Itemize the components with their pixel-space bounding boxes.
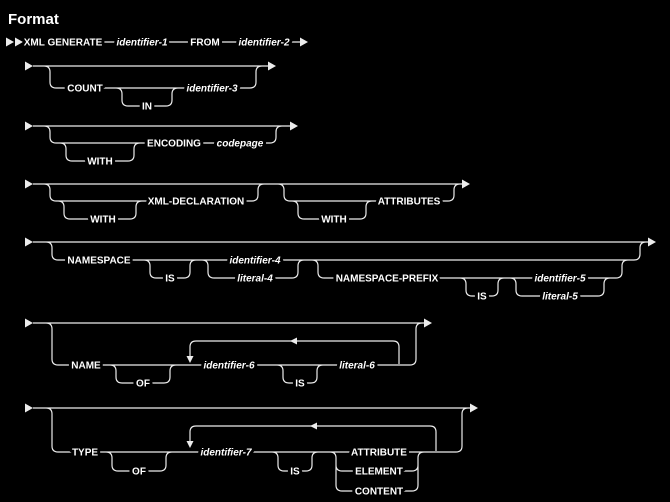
keyword-of: OF (132, 467, 146, 478)
operand-identifier-7: identifier-7 (200, 448, 252, 459)
keyword-type: TYPE (72, 448, 98, 459)
rail-row-namespace-phrase: NAMESPACE IS identifier-4 literal-4 NAME… (25, 237, 656, 306)
keyword-encoding: ENCODING (147, 139, 201, 150)
operand-codepage: codepage (217, 139, 264, 150)
operand-identifier-4: identifier-4 (229, 256, 281, 267)
operand-identifier-2: identifier-2 (238, 38, 290, 49)
rail-row-statement: XML GENERATE identifier-1 FROM identifie… (6, 35, 308, 52)
keyword-is-2: IS (477, 292, 487, 303)
operand-literal-5: literal-5 (542, 292, 578, 303)
keyword-with-2: WITH (321, 215, 347, 226)
keyword-element: ELEMENT (355, 467, 403, 478)
keyword-is: IS (290, 467, 300, 478)
keyword-is-1: IS (165, 274, 175, 285)
operand-identifier-1: identifier-1 (116, 38, 168, 49)
rail-lines (33, 322, 424, 384)
keyword-attributes: ATTRIBUTES (378, 197, 441, 208)
operand-identifier-5: identifier-5 (534, 274, 586, 285)
format-heading: Format (8, 11, 59, 28)
rail-row-declaration-attributes-phrase: WITH XML-DECLARATION WITH ATTRIBUTES (25, 179, 470, 229)
keyword-namespace-prefix: NAMESPACE-PREFIX (336, 274, 439, 285)
keyword-from: FROM (190, 38, 219, 49)
keyword-with-1: WITH (90, 215, 116, 226)
operand-literal-4: literal-4 (237, 274, 273, 285)
keyword-xml-generate: XML GENERATE (24, 38, 103, 49)
rail-row-count-phrase: COUNT IN identifier-3 (25, 61, 276, 116)
keyword-attribute: ATTRIBUTE (351, 448, 407, 459)
rail-lines (33, 65, 268, 107)
operand-identifier-6: identifier-6 (203, 361, 255, 372)
operand-identifier-3: identifier-3 (186, 84, 238, 95)
operand-literal-6: literal-6 (339, 361, 375, 372)
keyword-of: OF (136, 379, 150, 390)
rail-lines (33, 407, 470, 492)
keyword-content: CONTENT (355, 487, 403, 498)
keyword-count: COUNT (67, 84, 103, 95)
rail-lines (33, 241, 648, 297)
keyword-in: IN (142, 102, 152, 113)
keyword-is: IS (295, 379, 305, 390)
rail-lines (33, 125, 290, 162)
keyword-with: WITH (87, 157, 113, 168)
keyword-xml-declaration: XML-DECLARATION (148, 197, 244, 208)
rail-row-type-phrase: TYPE OF identifier-7 IS ATTRIBUTE ELEMEN… (25, 403, 478, 501)
rail-lines (33, 183, 462, 220)
keyword-name: NAME (71, 361, 101, 372)
rail-row-name-phrase: NAME OF identifier-6 IS literal-6 (25, 318, 432, 393)
rail-row-encoding-phrase: WITH ENCODING codepage (25, 121, 298, 171)
keyword-namespace: NAMESPACE (67, 256, 130, 267)
